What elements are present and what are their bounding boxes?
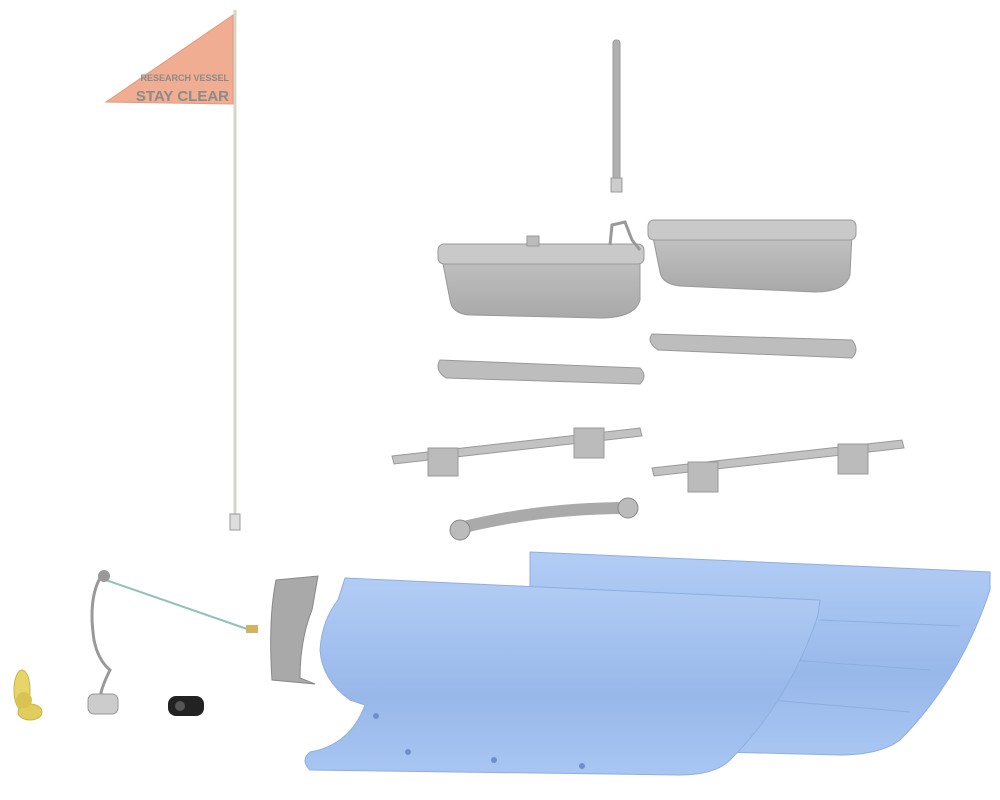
- flag-text-line1: RESEARCH VESSEL: [140, 73, 229, 83]
- cross-tube: [449, 497, 639, 541]
- cross-bracket-right: [651, 439, 905, 493]
- antenna: [610, 39, 623, 193]
- flag: [104, 14, 234, 105]
- cross-bracket-left: [391, 427, 643, 477]
- stern-fitting: [270, 575, 319, 685]
- sensor-cable: [90, 570, 258, 701]
- battery-box-left: [437, 220, 645, 319]
- lid-rail-right: [649, 333, 857, 359]
- flag-assembly: RESEARCH VESSEL STAY CLEAR: [104, 10, 241, 531]
- flag-text-line2: STAY CLEAR: [136, 88, 229, 105]
- pole-base: [229, 513, 241, 531]
- hull-front: [304, 577, 821, 776]
- motor: [87, 693, 119, 715]
- coupler: [168, 696, 204, 716]
- battery-box-right: [647, 219, 857, 293]
- lid-rail-left: [437, 359, 645, 385]
- propeller: [13, 669, 43, 721]
